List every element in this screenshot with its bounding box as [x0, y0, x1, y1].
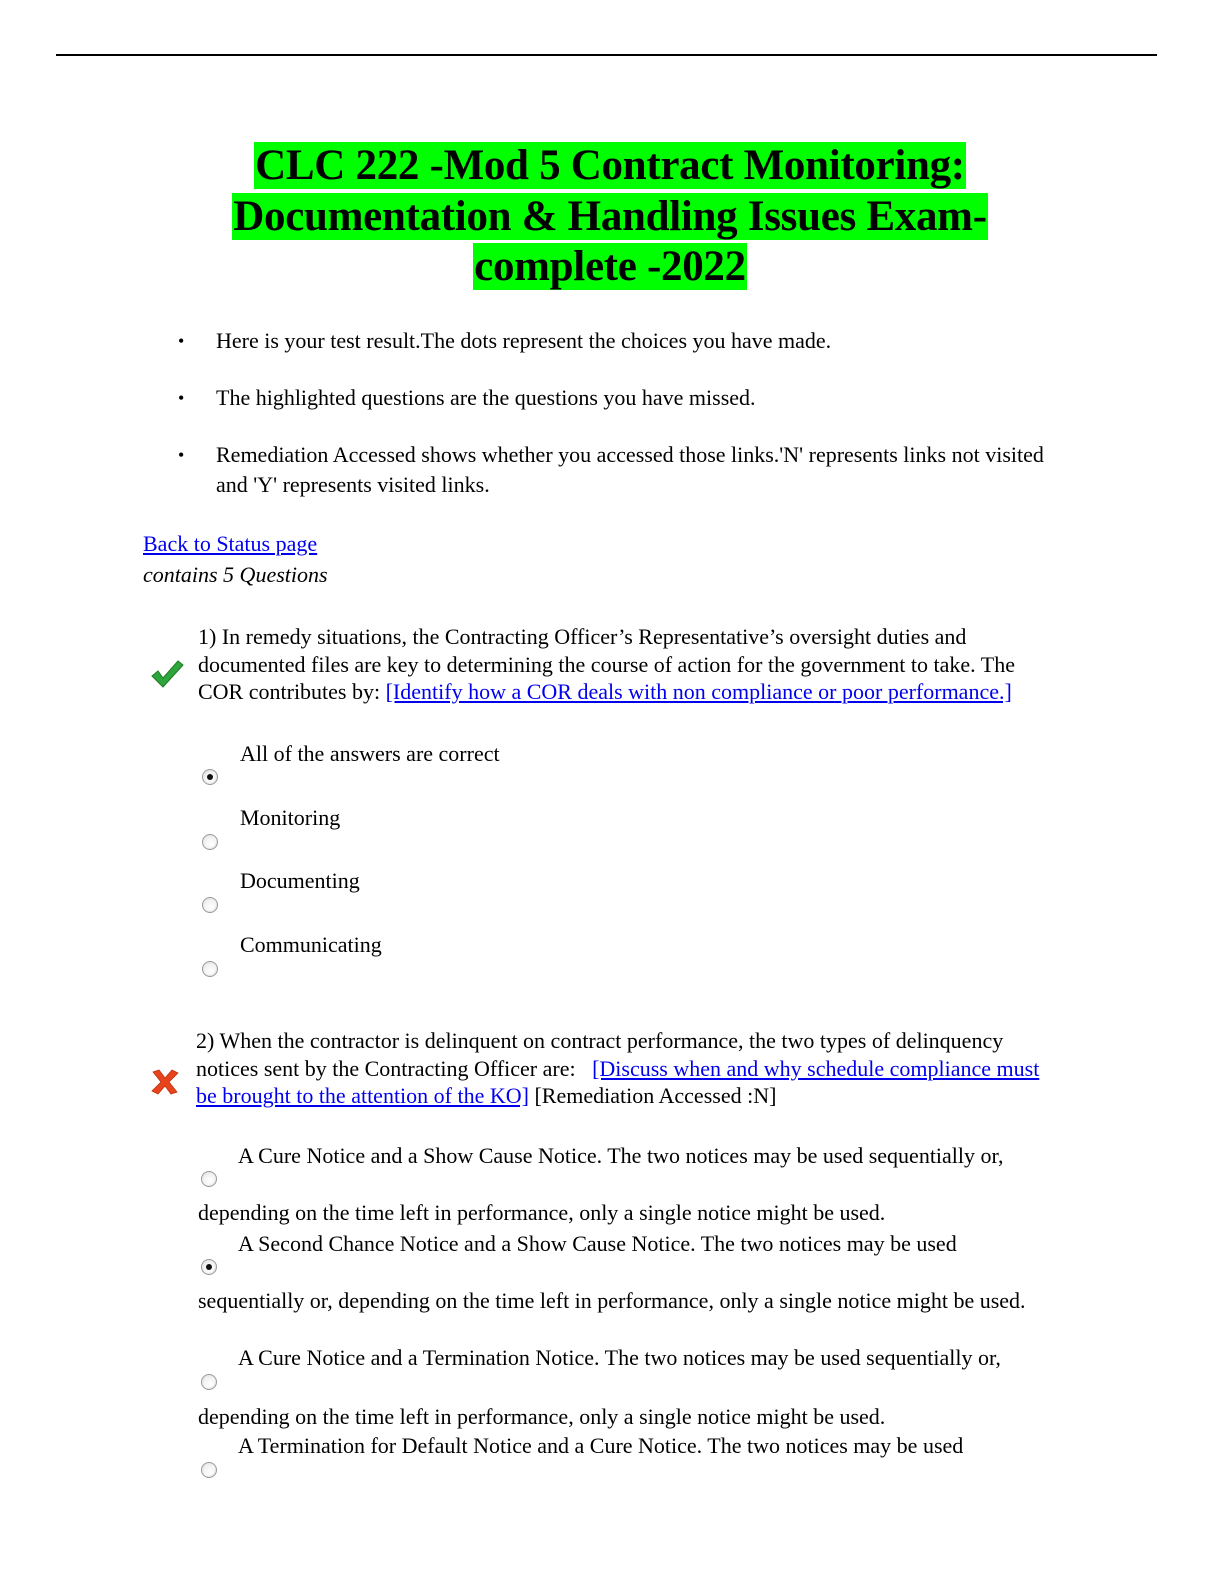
question-text: In remedy situations, the Contracting Of… — [198, 624, 1015, 704]
radio-option[interactable] — [202, 834, 218, 850]
radio-option[interactable] — [202, 897, 218, 913]
option-label-continuation: depending on the time left in performanc… — [198, 1200, 886, 1225]
title-line-2: Documentation & Handling Issues Exam- — [232, 192, 988, 240]
title-line-1: CLC 222 -Mod 5 Contract Monitoring: — [254, 142, 966, 189]
radio-option-selected[interactable] — [202, 769, 218, 785]
bullet-icon: • — [178, 388, 185, 408]
option-label: A Cure Notice and a Termination Notice. … — [238, 1345, 1001, 1370]
instruction-item: • The highlighted questions are the ques… — [178, 383, 1058, 413]
option-label: Documenting — [240, 868, 360, 893]
question-2: 2) When the contractor is delinquent on … — [196, 1027, 1056, 1110]
incorrect-x-icon — [151, 1069, 179, 1095]
option-label: A Termination for Default Notice and a C… — [238, 1433, 964, 1458]
option-label-continuation: sequentially or, depending on the time l… — [198, 1288, 1026, 1313]
bullet-icon: • — [178, 445, 185, 465]
option-label: Monitoring — [240, 805, 341, 830]
back-to-status-link[interactable]: Back to Status page — [143, 531, 318, 556]
question-1: 1) In remedy situations, the Contracting… — [198, 623, 1048, 706]
option-label-continuation: depending on the time left in performanc… — [198, 1404, 886, 1429]
page-title: CLC 222 -Mod 5 Contract Monitoring: Docu… — [150, 141, 1070, 293]
bullet-icon: • — [178, 331, 185, 351]
question-count: contains 5 Questions — [143, 562, 328, 587]
radio-option[interactable] — [202, 961, 218, 977]
radio-option[interactable] — [201, 1462, 217, 1478]
remediation-link[interactable]: [Discuss when and why schedule complianc… — [196, 1055, 1040, 1109]
option-label: A Cure Notice and a Show Cause Notice. T… — [238, 1143, 1004, 1168]
title-line-3: complete -2022 — [473, 243, 747, 290]
instruction-text: The highlighted questions are the questi… — [216, 385, 756, 410]
instructions-list: • Here is your test result.The dots repr… — [178, 326, 1058, 527]
option-label: Communicating — [240, 932, 382, 957]
remediation-link[interactable]: [Identify how a COR deals with non compl… — [385, 679, 1012, 704]
top-horizontal-rule — [56, 54, 1157, 56]
question-number: 1) — [198, 624, 217, 649]
remediation-status: [Remediation Accessed :N] — [534, 1083, 777, 1108]
question-text: When the contractor is delinquent on con… — [196, 1028, 1004, 1081]
radio-option[interactable] — [201, 1374, 217, 1390]
option-label: A Second Chance Notice and a Show Cause … — [238, 1231, 957, 1256]
radio-option-selected[interactable] — [201, 1259, 217, 1275]
instruction-text: Remediation Accessed shows whether you a… — [216, 442, 1044, 497]
instruction-text: Here is your test result.The dots repres… — [216, 328, 832, 353]
correct-check-icon — [151, 660, 184, 688]
instruction-item: • Remediation Accessed shows whether you… — [178, 440, 1058, 500]
instruction-item: • Here is your test result.The dots repr… — [178, 326, 1058, 356]
question-number: 2) — [196, 1028, 215, 1053]
radio-option[interactable] — [201, 1171, 217, 1187]
option-label: All of the answers are correct — [240, 741, 500, 766]
